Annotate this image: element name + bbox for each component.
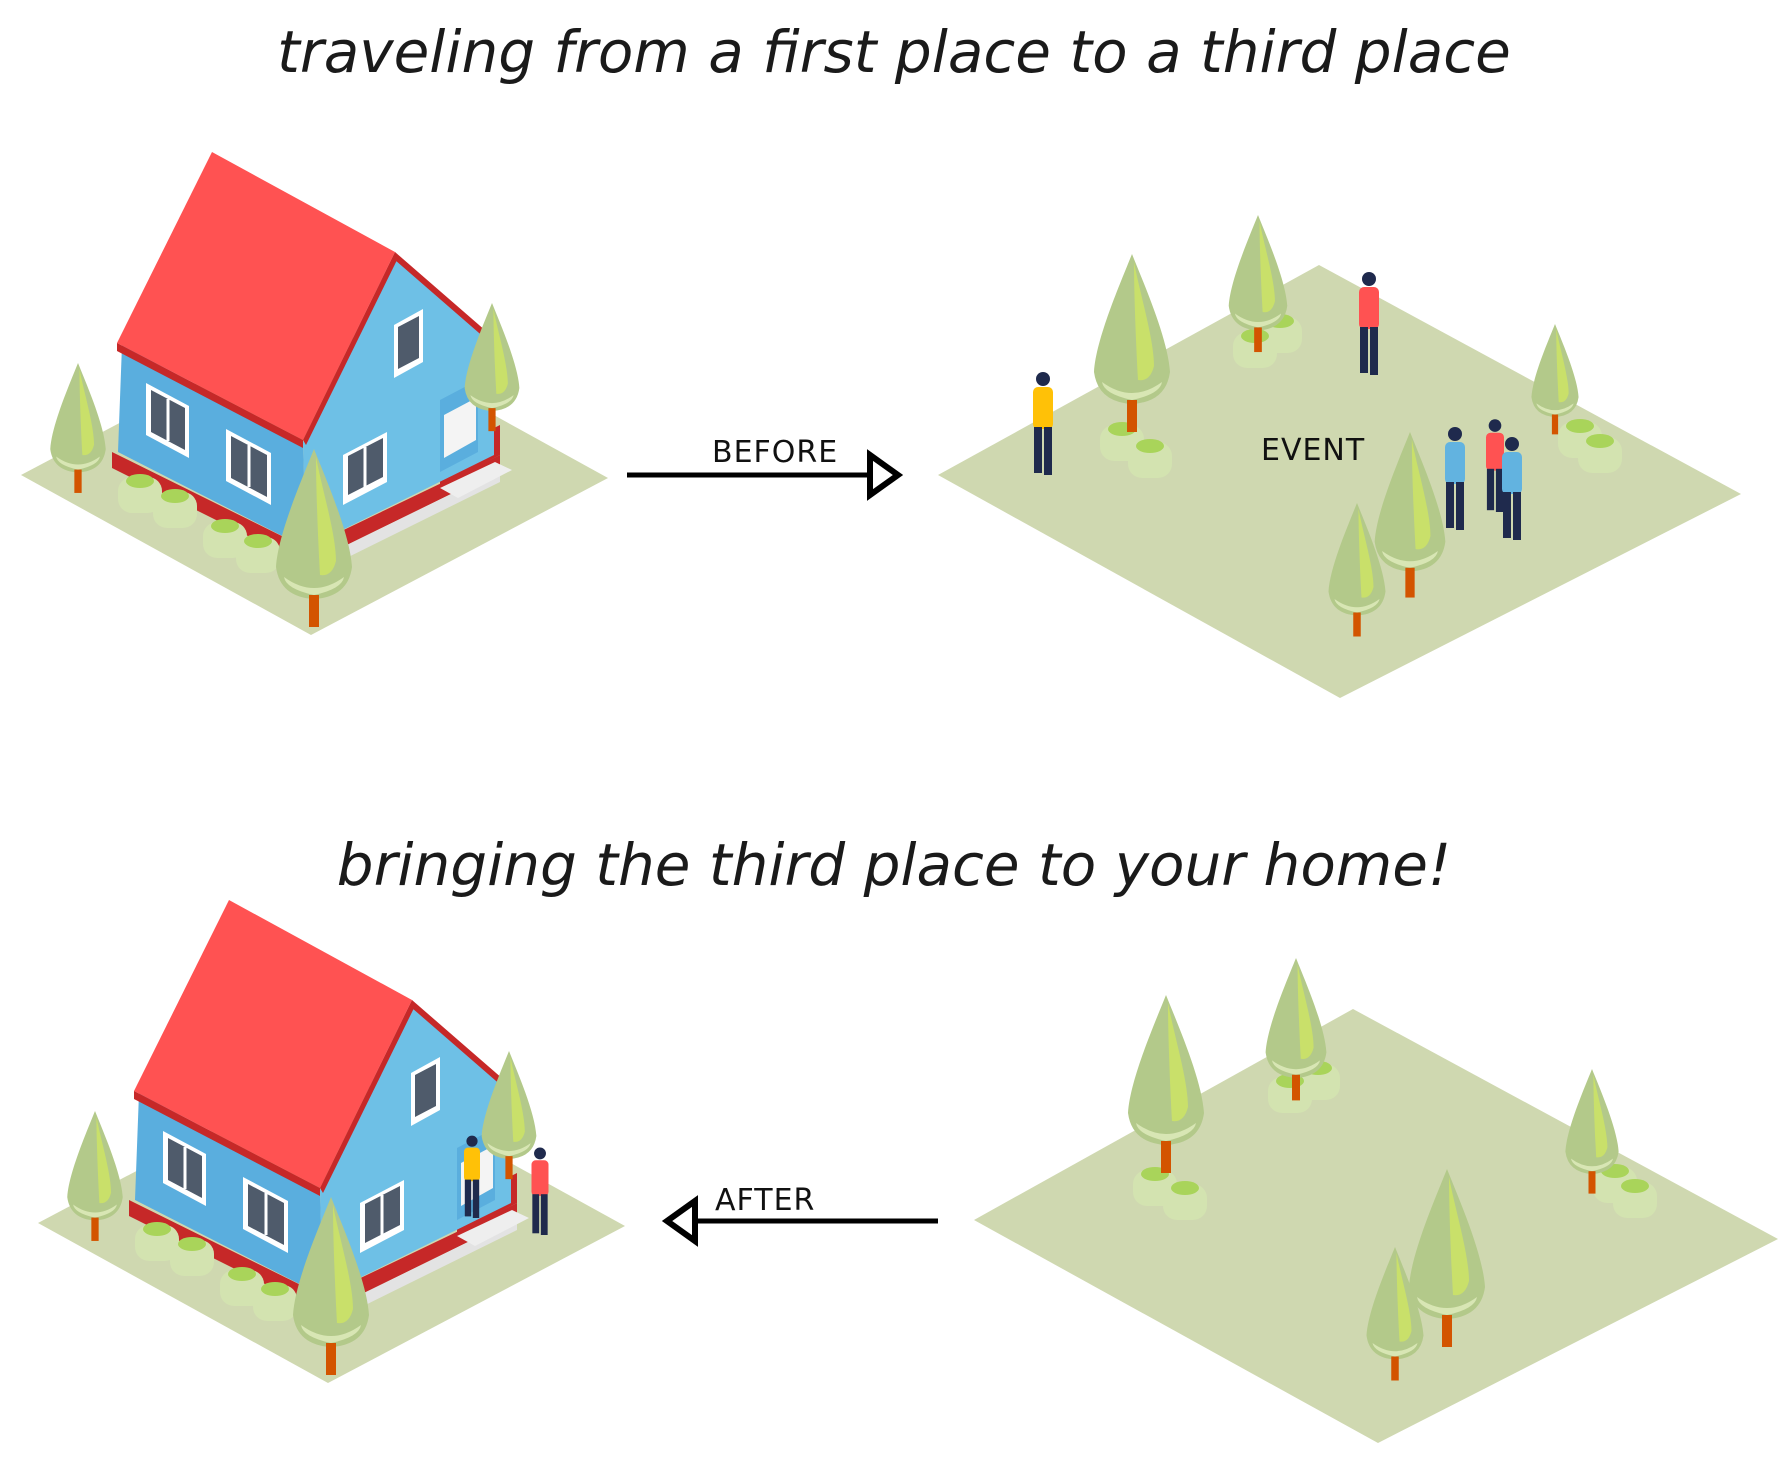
event-label: EVENT xyxy=(1261,433,1365,468)
top-title: traveling from a first place to a third … xyxy=(277,18,1511,86)
after-arrow: AFTER xyxy=(661,1183,938,1247)
bottom-title: bringing the third place to your home! xyxy=(337,831,1452,899)
before-label: BEFORE xyxy=(712,435,838,470)
third-place-empty xyxy=(974,958,1778,1443)
house-home xyxy=(36,898,627,1385)
before-arrow: BEFORE xyxy=(627,435,904,501)
ground-plot xyxy=(974,1009,1778,1443)
third-place-event: EVENT xyxy=(938,215,1741,698)
house-first-place xyxy=(19,150,610,637)
ground-plot xyxy=(938,265,1741,698)
after-label: AFTER xyxy=(715,1183,815,1218)
